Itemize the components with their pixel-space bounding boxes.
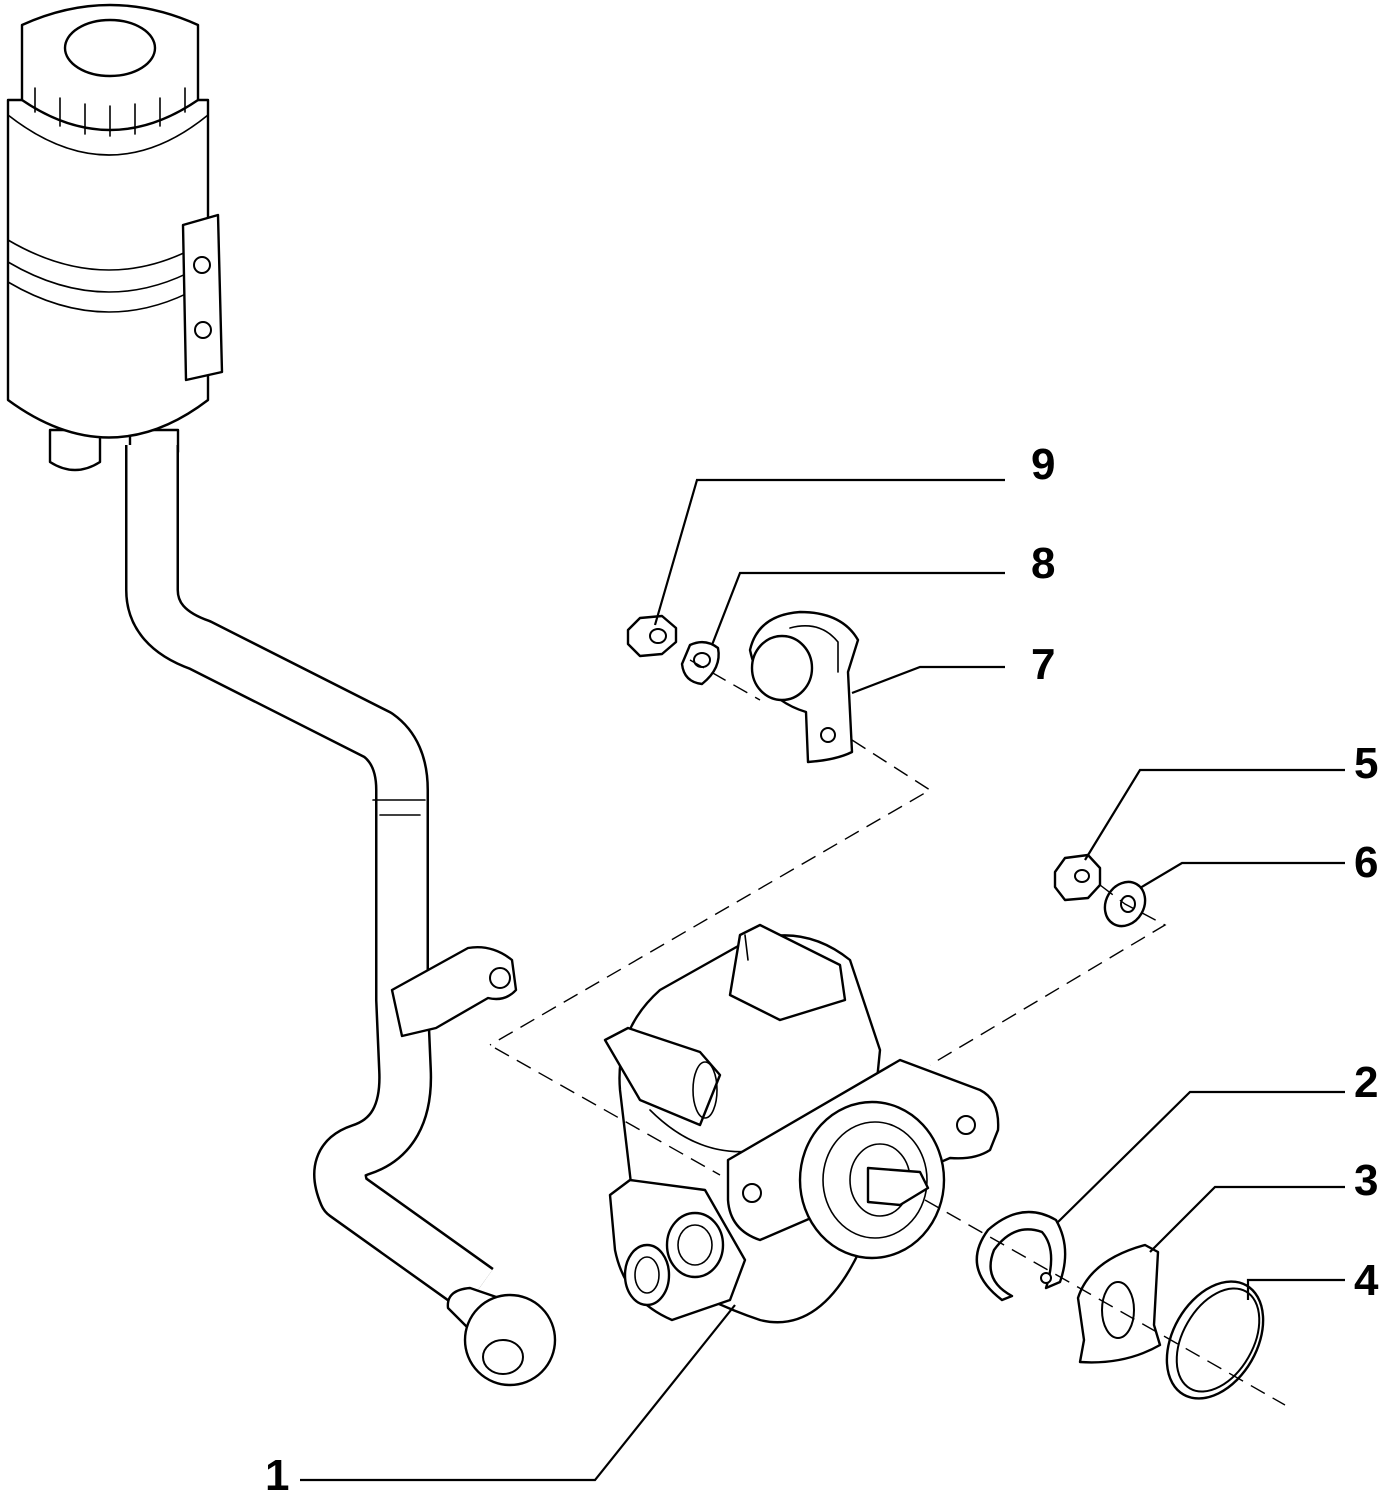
lock-washer-8 xyxy=(680,640,720,686)
plate-3 xyxy=(1076,1243,1162,1364)
callout-3: 3 xyxy=(1354,1156,1378,1205)
fluid-reservoir xyxy=(6,3,224,472)
nut-5 xyxy=(1053,853,1102,902)
callout-7: 7 xyxy=(1031,640,1055,689)
circlip-2 xyxy=(975,1210,1067,1302)
assembly-center-lines xyxy=(489,659,1286,1406)
callout-2: 2 xyxy=(1354,1058,1378,1107)
clamp-7 xyxy=(748,610,860,764)
callout-6: 6 xyxy=(1354,838,1378,887)
callout-labels: 9 8 7 5 6 2 3 4 1 xyxy=(265,440,1379,1496)
nut-9 xyxy=(626,614,678,658)
callout-9: 9 xyxy=(1031,440,1055,489)
seal-ring-4 xyxy=(1165,1280,1265,1400)
callout-8: 8 xyxy=(1031,539,1055,588)
power-steering-pump-1 xyxy=(603,923,1000,1324)
callout-1: 1 xyxy=(265,1451,289,1496)
callout-5: 5 xyxy=(1354,739,1378,788)
callout-4: 4 xyxy=(1354,1256,1379,1305)
leader-lines xyxy=(300,478,1345,1482)
return-hose xyxy=(125,445,557,1387)
